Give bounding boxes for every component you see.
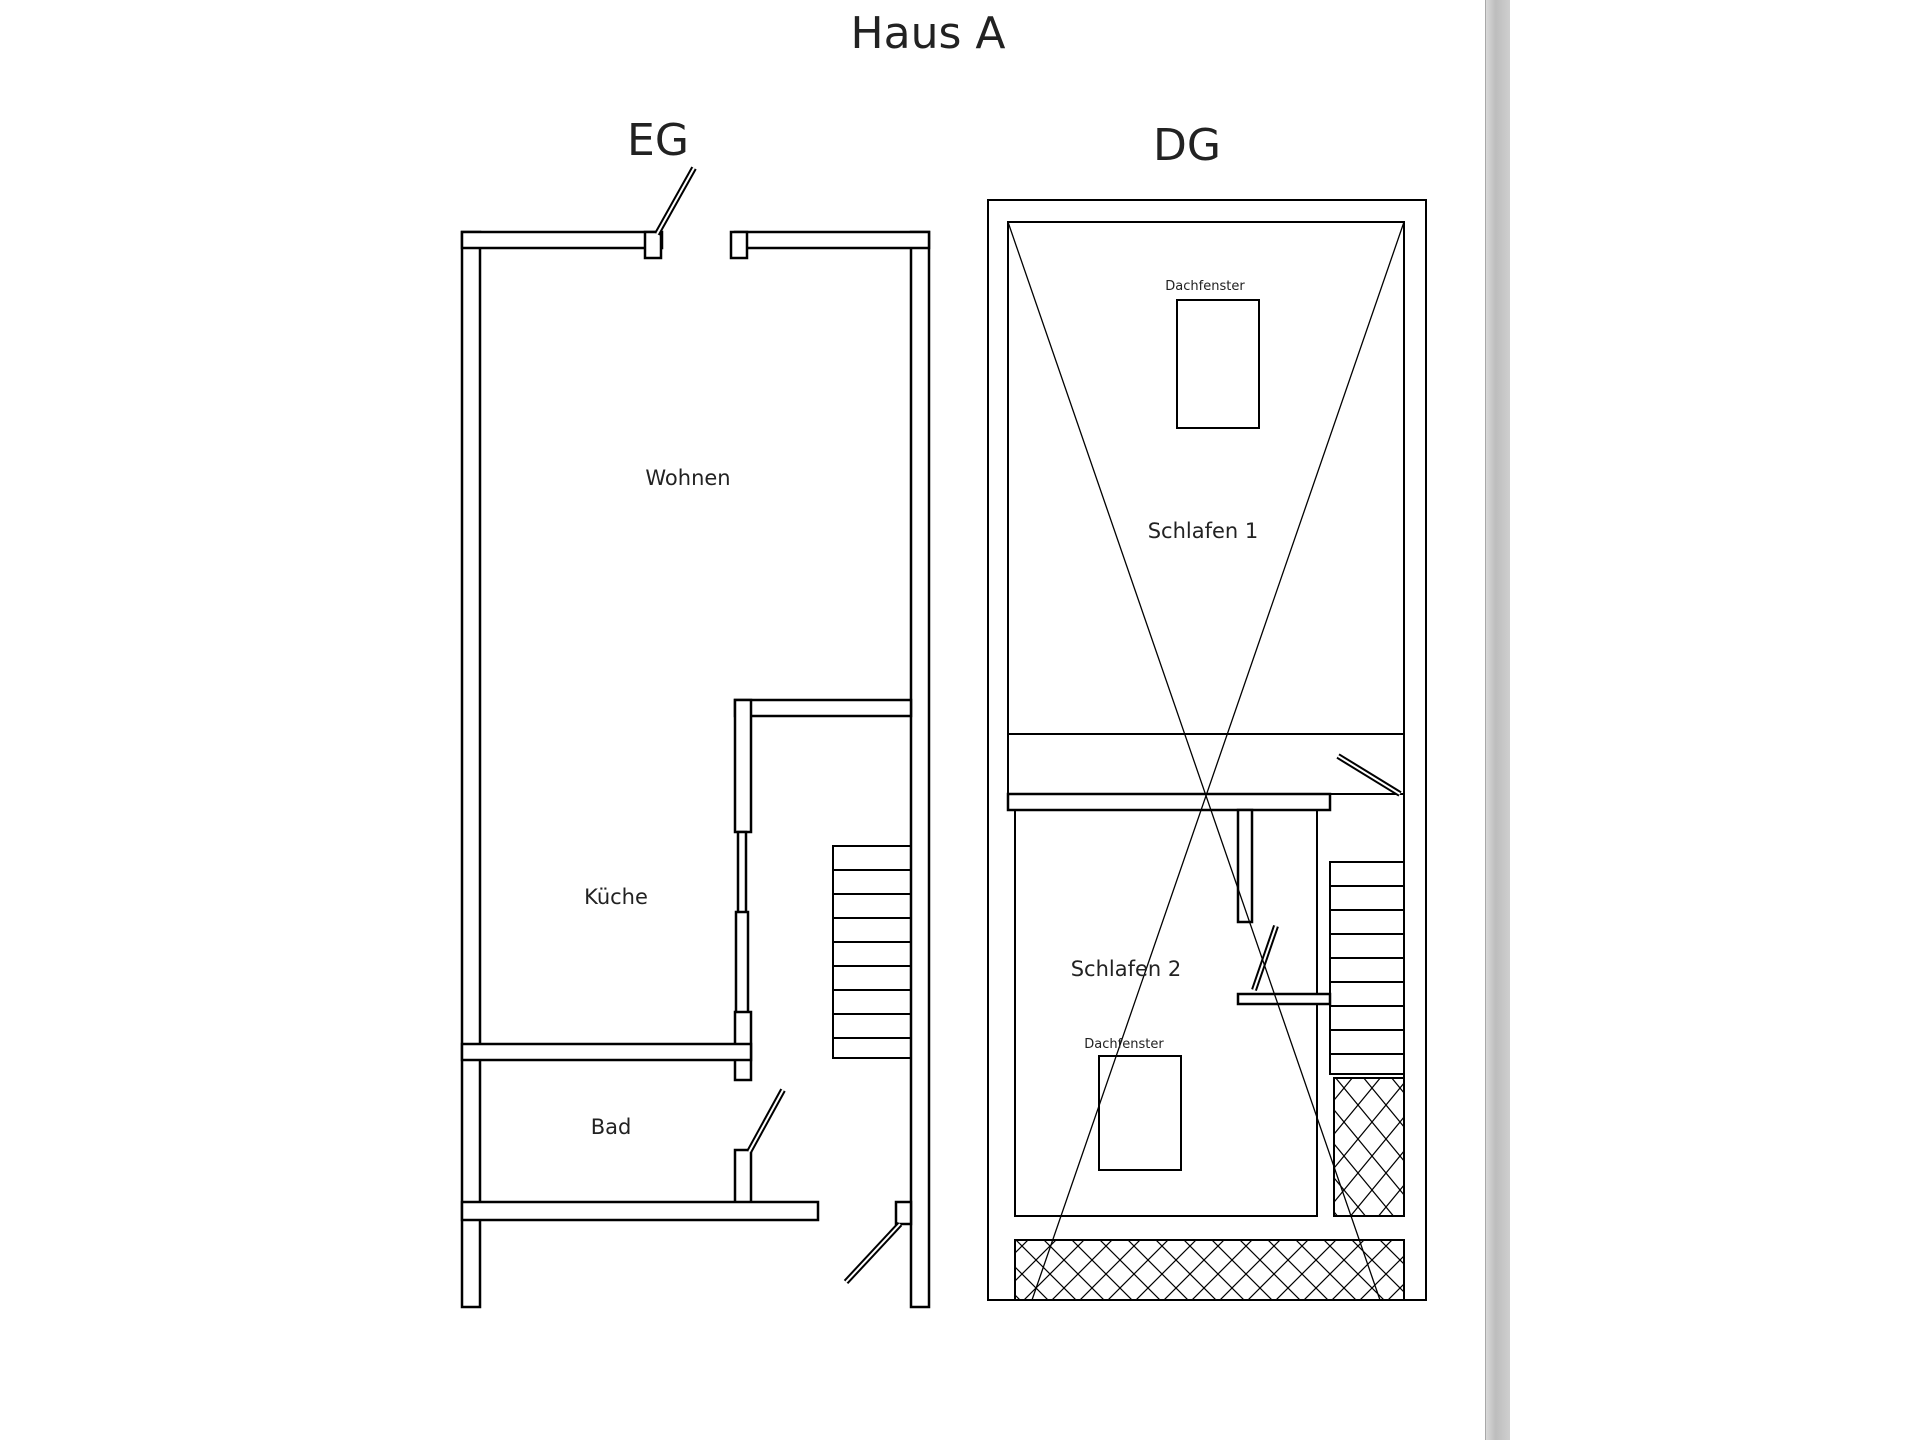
floor-label-dg: DG: [1153, 120, 1221, 171]
eg-wall-right: [909, 230, 931, 1309]
dg-stairs: [1329, 861, 1405, 1075]
skylight-label-1: Dachfenster: [1165, 279, 1245, 294]
eg-wall-top-right: [733, 230, 931, 250]
drawing-title: Haus A: [851, 8, 1006, 59]
eg-stair-wall-top: [733, 698, 913, 718]
eg-stairs: [832, 845, 912, 1059]
eg-partition-upper: [733, 698, 753, 834]
eg-door-jamb-left: [643, 230, 663, 260]
skylight-2: [1098, 1055, 1182, 1171]
eg-wall-left: [460, 230, 482, 1309]
dg-partition: [1236, 808, 1254, 924]
eg-bath-wall-bottom: [460, 1200, 820, 1222]
dg-void-diagonal-1: [1007, 221, 1381, 1301]
floor-label-eg: EG: [627, 115, 689, 166]
skylight-1: [1176, 299, 1260, 429]
dg-void-diagonal-2: [1031, 221, 1405, 1301]
eg-sliding-door-2: [734, 910, 750, 1016]
room-label-schlafen-1: Schlafen 1: [1148, 519, 1259, 543]
dg-inner-wall: [1007, 221, 1405, 795]
room-label-kueche: Küche: [584, 885, 648, 909]
dg-corridor-wall: [1006, 792, 1332, 812]
skylight-label-2: Dachfenster: [1084, 1037, 1164, 1052]
eg-wall-top-left: [460, 230, 664, 250]
eg-door-jamb-right: [729, 230, 749, 260]
eg-back-door-jamb: [894, 1200, 913, 1226]
dg-room2-wall: [1014, 809, 1318, 1217]
room-label-schlafen-2: Schlafen 2: [1071, 957, 1182, 981]
floor-plan-dg: DG: [987, 120, 1427, 1301]
vertical-scrollbar[interactable]: [1485, 0, 1510, 1440]
room-label-bad: Bad: [591, 1115, 632, 1139]
dg-stair-void-hatch: [1333, 1077, 1405, 1217]
floor-plan-drawing: Haus A EG: [460, 8, 1427, 1309]
eg-bath-door-jamb: [733, 1148, 753, 1206]
dg-bottom-hatch: [1014, 1239, 1405, 1301]
floor-plan-eg: EG: [460, 115, 931, 1309]
room-label-wohnen: Wohnen: [645, 466, 730, 490]
eg-bath-wall-top: [460, 1042, 753, 1062]
dg-room2-ledge: [1236, 992, 1332, 1006]
